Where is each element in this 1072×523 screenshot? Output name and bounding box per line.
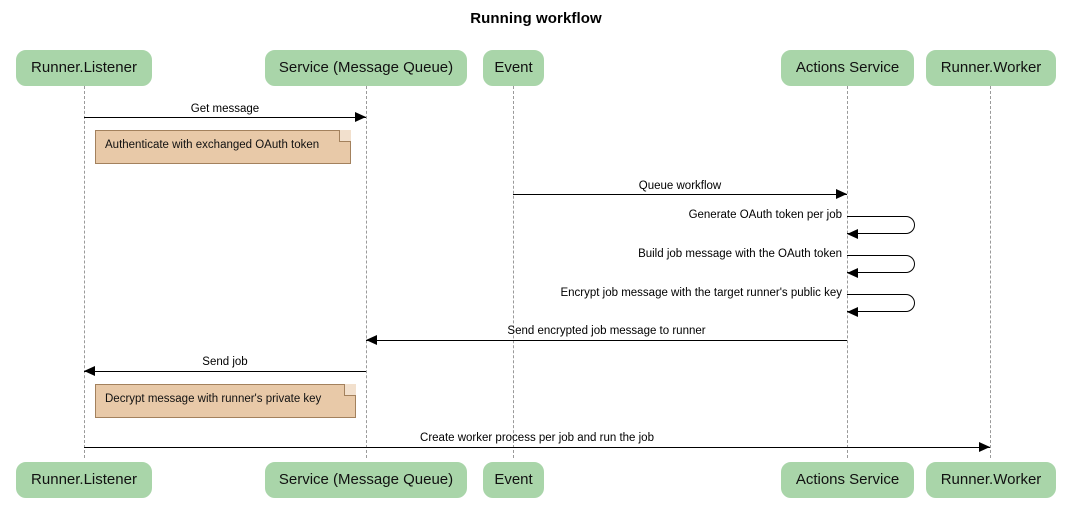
- participant-service-message-queue-bottom[interactable]: Service (Message Queue): [265, 462, 467, 498]
- message-label-send-job: Send job: [202, 356, 248, 368]
- note-decrypt: Decrypt message with runner's private ke…: [95, 384, 356, 418]
- message-label-build-job-message: Build job message with the OAuth token: [638, 248, 842, 260]
- message-line-create-worker-process: [84, 447, 990, 448]
- self-loop-build-job-message: [847, 255, 915, 273]
- note-authenticate-text: Authenticate with exchanged OAuth token: [105, 139, 320, 151]
- lifeline-runner-worker: [990, 86, 991, 458]
- lifeline-event: [513, 86, 514, 458]
- message-line-queue-workflow: [513, 194, 847, 195]
- self-loop-generate-oauth-token: [847, 216, 915, 234]
- message-label-generate-oauth-token: Generate OAuth token per job: [688, 209, 842, 221]
- arrow-head-encrypt-job-message: [847, 307, 858, 317]
- message-label-get-message: Get message: [190, 103, 260, 115]
- arrow-head-queue-workflow: [836, 189, 847, 199]
- page-title: Running workflow: [470, 10, 602, 27]
- arrow-head-send-job: [84, 366, 95, 376]
- participant-event-top[interactable]: Event: [483, 50, 544, 86]
- participant-runner-listener-bottom[interactable]: Runner.Listener: [16, 462, 152, 498]
- message-label-create-worker-process: Create worker process per job and run th…: [420, 432, 654, 444]
- arrow-head-build-job-message: [847, 268, 858, 278]
- message-line-send-job: [84, 371, 366, 372]
- message-label-send-encrypted-job-message: Send encrypted job message to runner: [507, 325, 706, 337]
- arrow-head-create-worker-process: [979, 442, 990, 452]
- message-line-get-message: [84, 117, 366, 118]
- note-decrypt-text: Decrypt message with runner's private ke…: [105, 393, 322, 405]
- participant-event-bottom[interactable]: Event: [483, 462, 544, 498]
- lifeline-service-message-queue: [366, 86, 367, 458]
- participant-actions-service-top[interactable]: Actions Service: [781, 50, 914, 86]
- message-label-queue-workflow: Queue workflow: [638, 180, 722, 192]
- note-fold-icon: [344, 384, 356, 396]
- arrow-head-get-message: [355, 112, 366, 122]
- note-authenticate: Authenticate with exchanged OAuth token: [95, 130, 351, 164]
- message-label-encrypt-job-message: Encrypt job message with the target runn…: [560, 287, 842, 299]
- arrow-head-generate-oauth-token: [847, 229, 858, 239]
- self-loop-encrypt-job-message: [847, 294, 915, 312]
- participant-service-message-queue-top[interactable]: Service (Message Queue): [265, 50, 467, 86]
- message-line-send-encrypted-job-message: [366, 340, 847, 341]
- note-fold-icon: [339, 130, 351, 142]
- participant-runner-worker-top[interactable]: Runner.Worker: [926, 50, 1056, 86]
- lifeline-runner-listener: [84, 86, 85, 458]
- participant-actions-service-bottom[interactable]: Actions Service: [781, 462, 914, 498]
- arrow-head-send-encrypted-job-message: [366, 335, 377, 345]
- participant-runner-listener-top[interactable]: Runner.Listener: [16, 50, 152, 86]
- participant-runner-worker-bottom[interactable]: Runner.Worker: [926, 462, 1056, 498]
